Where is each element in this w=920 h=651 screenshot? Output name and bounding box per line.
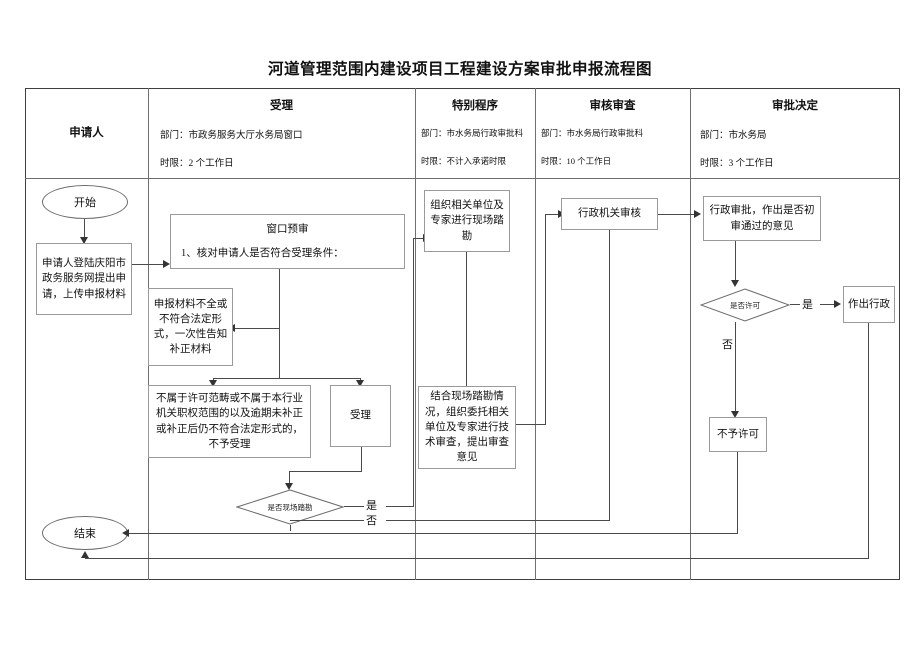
link-nopermit-to-end [128,533,738,535]
link-accept-down [361,447,363,472]
link-sitecheck-yes-a [344,506,364,508]
column-divider-3 [535,88,536,580]
arrow-permit-no-to-nopermit [731,411,739,418]
link-sitecheck-yes-b [386,506,414,508]
special-department: 部门：市水务局行政审批科 [421,128,524,138]
column-header-special: 特别程序 [452,100,498,112]
link-accept-to-diamond [289,471,291,487]
decision-permit: 是否许可 [700,288,790,322]
decision-deadline: 时限：3 个工作日 [700,159,774,169]
arrow-start-to-apply [80,237,88,244]
link-accept-left [289,471,362,473]
arrow-approval-to-permit [731,280,739,287]
column-divider-2 [415,88,416,580]
decision-permit-label: 是否许可 [730,300,760,310]
node-incomplete-materials: 申报材料不全或不符合法定形式，一次性告知补正材料 [148,288,233,366]
link-decision-to-end [85,558,869,560]
node-site-survey: 组织相关单位及专家进行现场踏勘 [424,190,510,252]
column-header-acceptance: 受理 [270,100,293,112]
page-title: 河道管理范围内建设项目工程建设方案审批申报流程图 [267,61,652,78]
node-window-prereview: 窗口预审 1、核对申请人是否符合受理条件： [170,214,405,269]
link-permit-yes-b [820,304,837,306]
link-tech-right [516,424,546,426]
link-tech-to-agency [545,214,560,216]
node-technical-review: 结合现场踏勘情况，组织委托相关单位及专家进行技术审查，提出审查意见 [418,386,516,469]
node-make-decision: 作出行政 [843,286,895,323]
table-frame [25,88,900,580]
link-sitecheck-yes-c [413,238,425,240]
link-decision-down [868,323,870,559]
link-survey-to-tech [466,252,468,386]
link-sitecheck-no-up [609,228,611,520]
decision-site-check: 是否现场踏勘 [236,489,344,525]
arrow-apply-to-prereview [163,260,170,268]
acceptance-deadline: 时限：2 个工作日 [160,159,234,169]
arrow-split-to-accept [356,380,364,387]
column-header-applicant: 申请人 [69,127,104,139]
arrow-nopermit-to-end [122,529,129,537]
link-sitecheck-no-a [290,520,364,522]
link-apply-to-prereview [132,264,165,266]
header-divider [25,178,900,179]
link-permit-no-down [735,322,737,415]
node-reject-acceptance: 不属于许可范畴或不属于本行业机关职权范围的以及逾期未补正或补正后仍不符合法定形式… [148,385,311,458]
node-accept: 受理 [330,385,391,447]
branch-site-check-no: 否 [366,515,377,527]
decision-department: 部门：市水务局 [700,131,767,141]
acceptance-department: 部门：市政务服务大厅水务局窗口 [160,131,303,141]
link-approval-down [735,241,737,284]
branch-site-check-yes: 是 [366,500,377,512]
link-sitecheck-no-b [386,520,610,522]
link-sitecheck-yes-up [413,238,415,506]
column-header-decision: 审批决定 [772,100,818,112]
review-department: 部门：市水务局行政审批科 [541,128,644,138]
column-divider-4 [690,88,691,580]
arrow-accept-to-diamond [285,483,293,490]
decision-site-check-label: 是否现场踏勘 [267,502,313,512]
node-approval-opinion: 行政审批，作出是否初审通过的意见 [703,196,821,241]
node-apply: 申请人登陆庆阳市政务服务网提出申请，上传申报材料 [36,243,132,315]
link-nopermit-down [737,452,739,533]
link-agency-to-approval [658,214,698,216]
link-permit-yes-a [790,304,800,306]
node-agency-review: 行政机关审核 [561,198,658,230]
review-deadline: 时限：10 个工作日 [541,156,612,166]
link-sitecheck-no-down [290,525,292,531]
arrow-agency-to-approval [694,210,701,218]
branch-permit-yes: 是 [802,299,813,311]
node-no-permit: 不予许可 [709,417,767,452]
arrow-decision-to-end [81,551,89,558]
column-header-review: 审核审查 [589,100,636,112]
link-start-to-apply [84,219,86,243]
prereview-item: 1、核对申请人是否符合受理条件： [181,248,344,260]
link-split-bar [213,378,361,380]
special-deadline: 时限：不计入承诺时限 [421,156,507,166]
prereview-title: 窗口预审 [266,223,309,235]
link-prereview-to-incomplete [233,328,280,330]
node-start: 开始 [42,185,128,219]
arrow-permit-yes-to-decision [834,300,841,308]
branch-permit-no: 否 [722,339,733,351]
node-end: 结束 [42,516,128,550]
arrow-split-to-reject [209,380,217,387]
link-prereview-trunk [279,269,281,379]
link-tech-up [545,214,547,425]
